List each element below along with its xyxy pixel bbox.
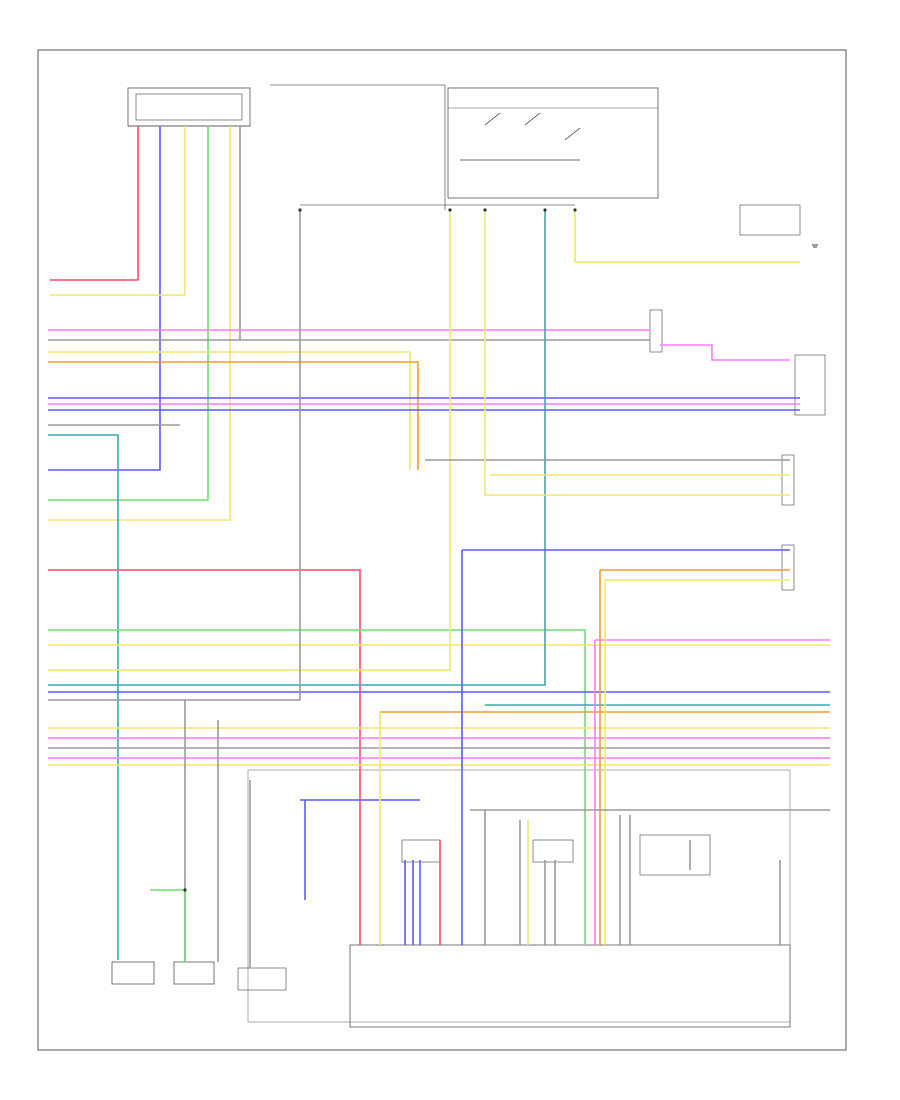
top-feed-line: [270, 84, 446, 210]
bottom-left-sensors: [111, 961, 287, 991]
right-components: [649, 204, 826, 591]
horizontal-wires: [48, 210, 830, 960]
right-branches: [300, 210, 830, 945]
junction-dots: [183, 208, 577, 892]
relay-block: [447, 87, 659, 199]
top-left-connector: [127, 87, 251, 127]
ground-symbol-icon: [812, 244, 818, 248]
control-module: [247, 769, 791, 1028]
lower-drops: [150, 700, 781, 968]
diagram-frame: [37, 49, 847, 1051]
vertical-wires-left: [48, 126, 241, 521]
